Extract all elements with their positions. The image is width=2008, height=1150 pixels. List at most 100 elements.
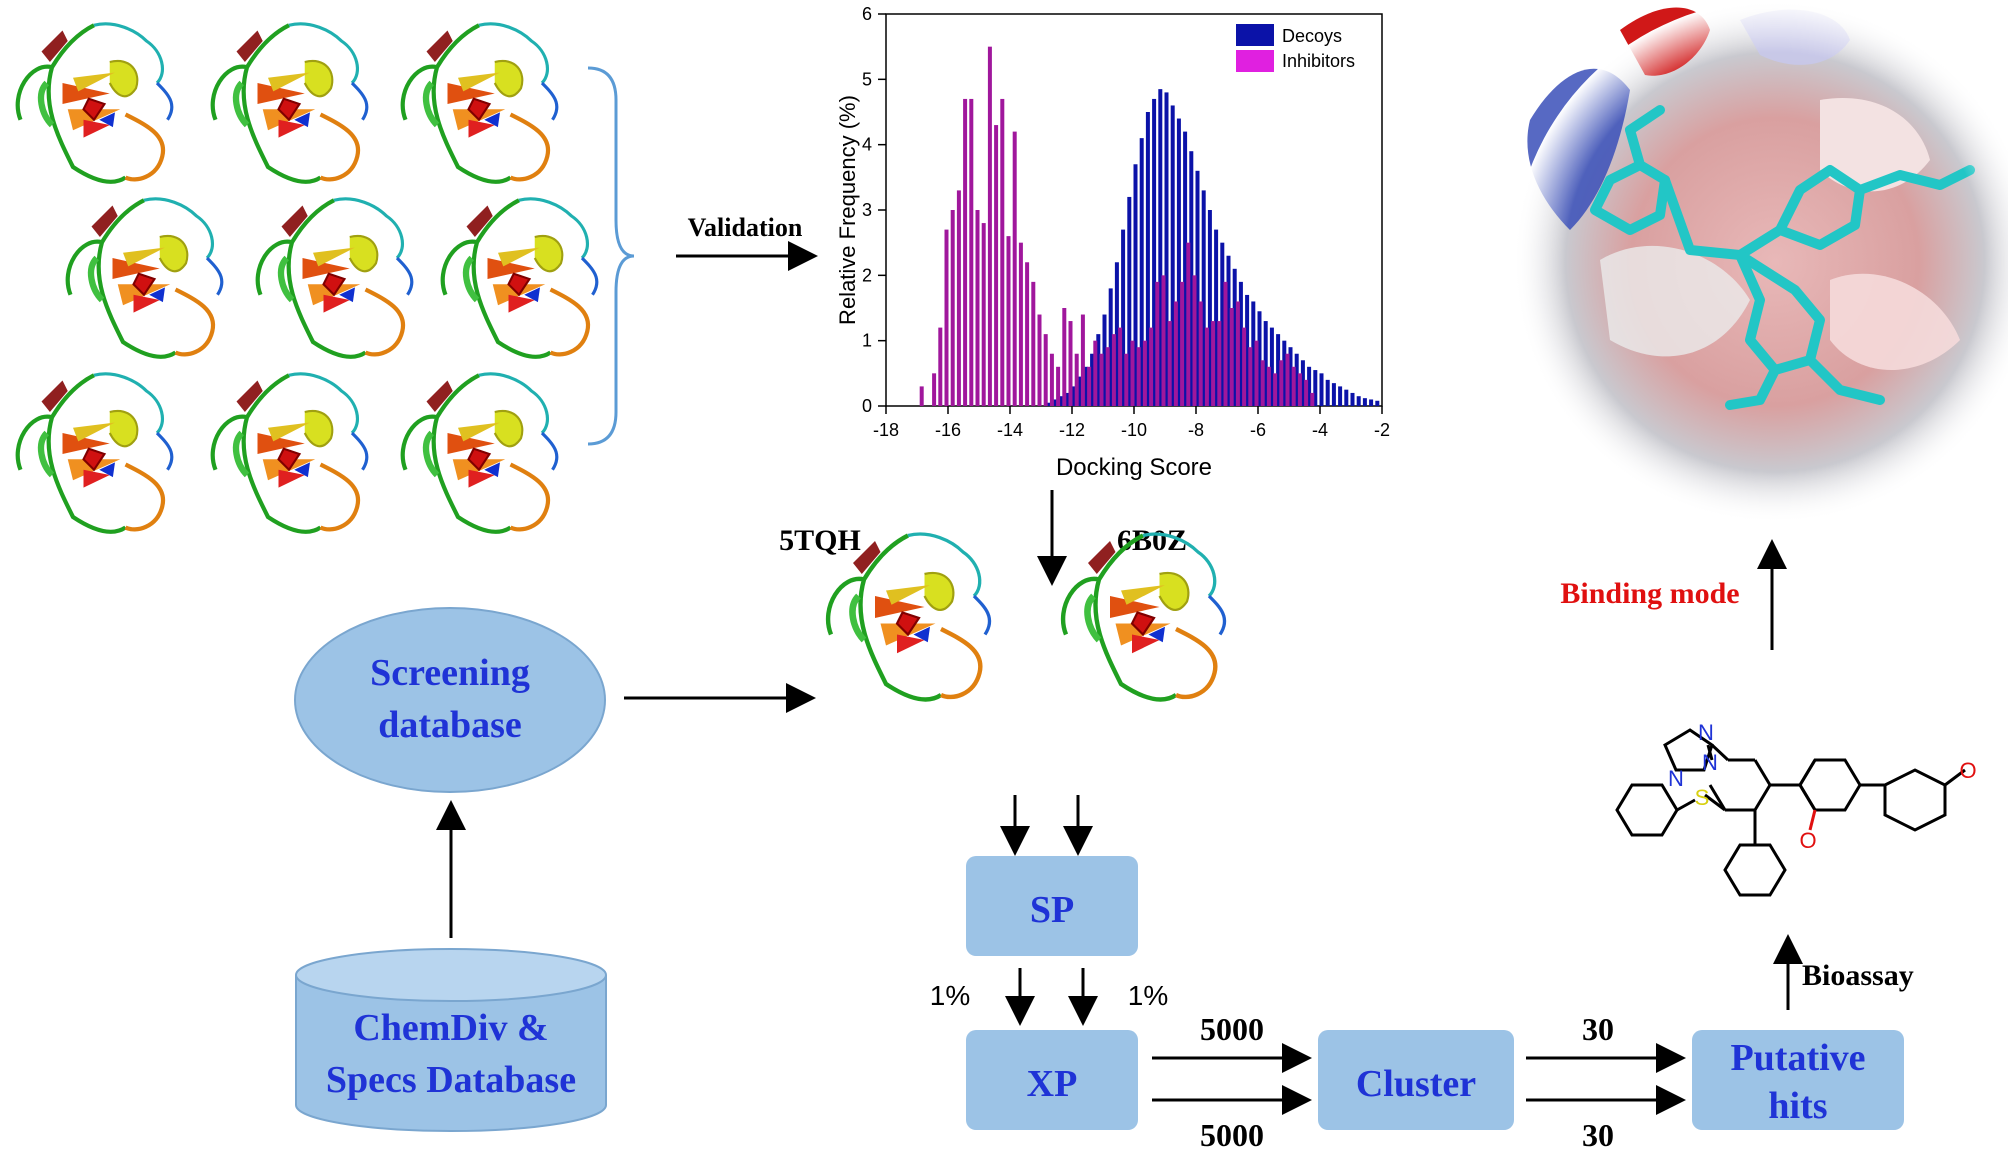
histogram-bar [1211,321,1216,406]
y-tick-label: 4 [862,135,872,155]
histogram-bar [1180,281,1185,406]
histogram-bar [1285,353,1290,406]
histogram-bar [1176,118,1181,407]
histogram-bar [1000,98,1005,406]
histogram-bar [1282,340,1287,406]
histogram-bar [1207,210,1212,406]
y-tick-label: 5 [862,69,872,89]
histogram-bar [1164,92,1169,407]
histogram-bar [1195,170,1200,406]
putative-hits-box [1692,1030,1904,1130]
histogram-bar [1142,340,1147,406]
histogram-bar [1018,242,1023,406]
protein-ribbon-icon [828,534,1224,700]
histogram-bar [1223,281,1228,406]
histogram-bar [1056,366,1061,406]
bioassay-label: Bioassay [1802,959,1914,992]
histogram-bar [1068,321,1073,406]
x-tick-label: -12 [1059,420,1085,440]
histogram-bar [1291,366,1296,406]
histogram-bar [1031,281,1036,406]
svg-text:N: N [1702,750,1718,775]
chart-legend: Decoys Inhibitors [1236,24,1355,72]
histogram-bar [1186,242,1191,406]
histogram-bar [1251,301,1256,406]
histogram-bar [1083,366,1088,406]
screening-database-line2: database [378,704,522,746]
histogram-bar [1245,294,1250,406]
histogram-bar [1127,196,1132,406]
histogram-bar [1375,400,1380,406]
histogram-bar [938,327,943,406]
histogram-bar [1313,370,1318,406]
histogram-bar [1074,353,1079,406]
molecule-structure-icon [1615,728,1966,897]
histogram-bar [1331,383,1336,406]
histogram-bar [1065,392,1070,406]
x-axis-label: Docking Score [1056,454,1212,481]
histogram-bar [1307,366,1312,406]
histogram-bar [1297,373,1302,406]
x-tick-label: -10 [1121,420,1147,440]
histogram-bar [1149,327,1154,406]
histogram-bar [1118,327,1123,406]
svg-text:N: N [1668,766,1684,791]
histogram-bar [1229,308,1234,406]
docking-surface-icon [1513,0,2008,524]
histogram-bar [963,98,968,406]
sp-label: SP [1030,889,1074,931]
histogram-bar [956,190,961,406]
histogram-bar [1248,347,1253,406]
xp-label: XP [1027,1063,1078,1105]
y-tick-label: 3 [862,200,872,220]
histogram-bar [1198,301,1203,406]
histogram-bar [1220,242,1225,406]
histogram-bar [1049,353,1054,406]
x-tick-label: -4 [1312,420,1328,440]
histogram-bar [994,125,999,407]
xp-box [966,1030,1138,1130]
histogram-bar [1170,105,1175,406]
grouping-bracket [587,66,635,446]
histogram-bar [1238,281,1243,406]
x-tick-label: -8 [1188,420,1204,440]
x-tick-label: -14 [997,420,1023,440]
histogram-bar [1077,376,1082,406]
validation-label: Validation [688,213,803,242]
binding-mode-label: Binding mode [1560,577,1739,610]
histogram-bar [1304,379,1309,406]
y-tick-label: 6 [862,4,872,24]
histogram-bar [1133,164,1138,406]
histogram-bar [1350,392,1355,406]
histogram-bar [919,386,924,406]
histogram-bar [1099,353,1104,406]
cluster-label: Cluster [1356,1063,1476,1105]
putative-hits-line1: Putative [1730,1037,1865,1079]
histogram-bar [1192,275,1197,406]
histogram-bar [1105,347,1110,406]
histogram-bar [1102,314,1107,406]
histogram-bar [1012,131,1017,406]
inhibitors-series [919,46,1315,407]
histogram-bar [1139,138,1144,406]
decoys-series [1046,89,1380,407]
histogram-bar [1242,327,1247,406]
sp-box [966,856,1138,956]
histogram-bar [1232,268,1237,406]
histogram-bar [1310,392,1315,406]
histogram-bar [1254,340,1259,406]
histogram-bar [1201,190,1206,406]
chemdiv-line1: ChemDiv & [353,1007,548,1049]
histogram-bar [1173,301,1178,406]
histogram-bar [1087,366,1092,406]
cluster-to-hits-count-top: 30 [1582,1011,1614,1047]
svg-text:N: N [1698,720,1714,745]
svg-text:S: S [1695,785,1710,810]
protein-ribbon-icon [18,24,597,532]
histogram-bar [1062,308,1067,406]
structure-6b0z-label: 6B0Z [1117,524,1187,557]
percent-right-label: 1% [1128,980,1168,1011]
histogram-bar [1294,353,1299,406]
histogram-bar [1152,98,1157,406]
histogram-bar [1025,262,1030,406]
